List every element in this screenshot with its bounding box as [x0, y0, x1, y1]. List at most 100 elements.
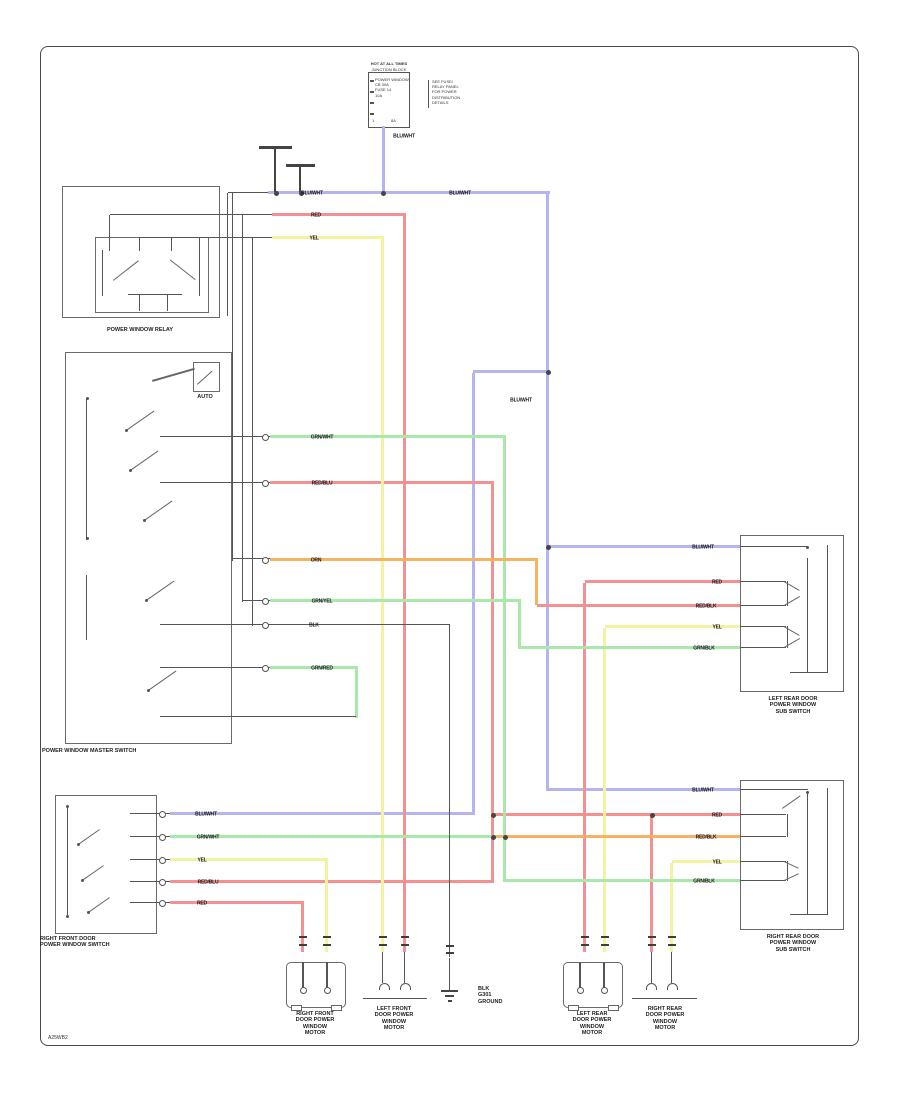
wire-segment-gray [370, 91, 374, 93]
wire-segment-yellow [672, 860, 740, 863]
contact-dot [124, 428, 128, 432]
inline-connector-tick [323, 936, 331, 938]
wire-segment-green [270, 666, 358, 669]
contact-dot [76, 842, 80, 846]
connector-arc [667, 983, 678, 990]
inline-connector-tick [668, 936, 676, 938]
connector-symbol [445, 995, 454, 997]
wire-segment-yellow [670, 863, 673, 952]
contact-dot [805, 545, 809, 549]
wire-segment-red [491, 484, 494, 883]
wire-color-label: RED/BLK [695, 834, 717, 841]
inline-connector-tick [601, 936, 609, 938]
wire-segment-gray [167, 295, 168, 311]
connector-symbol [299, 167, 301, 192]
connector-symbol [259, 146, 292, 149]
connector-symbol [441, 990, 458, 992]
wire-segment-gray [787, 581, 788, 606]
wire-segment-gray [363, 998, 427, 999]
wire-segment-orange [535, 561, 538, 605]
connector-arc [379, 983, 390, 990]
wire-segment-gray [302, 962, 304, 988]
pin-number-right: 8A [391, 118, 396, 123]
motor-mount-foot [568, 1005, 579, 1011]
diagram-border [40, 46, 859, 1046]
inline-connector-tick [648, 944, 656, 946]
wire-color-label: RED/BLU [311, 480, 333, 487]
junction-dot [380, 190, 386, 196]
wire-segment-gray [242, 215, 243, 602]
wire-segment-gray [128, 294, 182, 295]
wire-segment-gray [160, 667, 270, 668]
contact-dot [144, 598, 148, 602]
inline-connector-tick [581, 944, 589, 946]
wire-segment-gray [130, 859, 170, 860]
wire-segment-gray [110, 214, 272, 215]
wire-segment-gray [790, 914, 828, 915]
wire-segment-gray [740, 605, 786, 606]
terminal-pin [159, 834, 166, 841]
wire-segment-red [272, 213, 406, 216]
auto-switch-label: AUTO [197, 394, 213, 400]
wire-segment-gray [130, 836, 170, 837]
wire-segment-blue [549, 788, 740, 791]
part-number: A25WB2 [48, 1035, 68, 1041]
contact-dot [86, 910, 90, 914]
junction-dot [298, 190, 304, 196]
wire-segment-gray [252, 238, 253, 626]
motor-mount-foot [291, 1005, 302, 1011]
wire-color-label: GRN/WHT [196, 834, 220, 841]
inline-connector-tick [323, 944, 331, 946]
wire-segment-gray [740, 836, 786, 837]
wire-segment-gray [740, 581, 786, 582]
wire-segment-gray [326, 962, 328, 988]
wire-segment-gray [139, 237, 140, 251]
terminal-pin [159, 857, 166, 864]
wire-segment-gray [160, 436, 270, 437]
wire-segment-gray [404, 952, 405, 983]
wire-color-label: BLU/WHT [301, 190, 323, 197]
wire-segment-red [403, 216, 406, 952]
wire-segment-blue [170, 812, 473, 815]
wire-color-label: YEL [197, 857, 207, 864]
wire-segment-gray [130, 902, 170, 903]
wire-segment-gray [632, 998, 697, 999]
wire-segment-green [170, 835, 503, 838]
wire-segment-gray [827, 545, 828, 673]
wire-segment-blue [473, 370, 549, 373]
wire-color-label: RED [311, 212, 321, 219]
power-window-relay-inner-box [95, 237, 209, 313]
wire-color-label: RED/BLK [695, 603, 717, 610]
wire-segment-yellow [605, 625, 740, 628]
wire-color-label: RED [712, 812, 722, 819]
inline-connector-tick [648, 936, 656, 938]
connector-symbol [448, 1000, 452, 1002]
wire-segment-green [503, 438, 506, 882]
contact-dot [65, 914, 69, 918]
motor-mount-foot [608, 1005, 619, 1011]
contact-dot [805, 790, 809, 794]
wire-segment-gray [449, 625, 450, 957]
wire-segment-red [585, 580, 740, 583]
terminal-pin [262, 598, 269, 605]
wire-color-label: YEL [309, 235, 319, 242]
wire-segment-gray [109, 215, 110, 238]
wire-segment-green [270, 435, 506, 438]
wire-segment-red [170, 880, 493, 883]
terminal-pin [262, 434, 269, 441]
wire-segment-gray [740, 861, 786, 862]
terminal-pin [324, 987, 331, 994]
wire-segment-gray [449, 958, 450, 990]
wire-color-label: RED [712, 579, 722, 586]
wire-color-label: GRN/WHT [310, 434, 334, 441]
junction-dot [545, 369, 551, 375]
contact-dot [146, 688, 150, 692]
wire-segment-orange [270, 558, 538, 561]
terminal-pin [577, 987, 584, 994]
wire-segment-gray [130, 813, 170, 814]
